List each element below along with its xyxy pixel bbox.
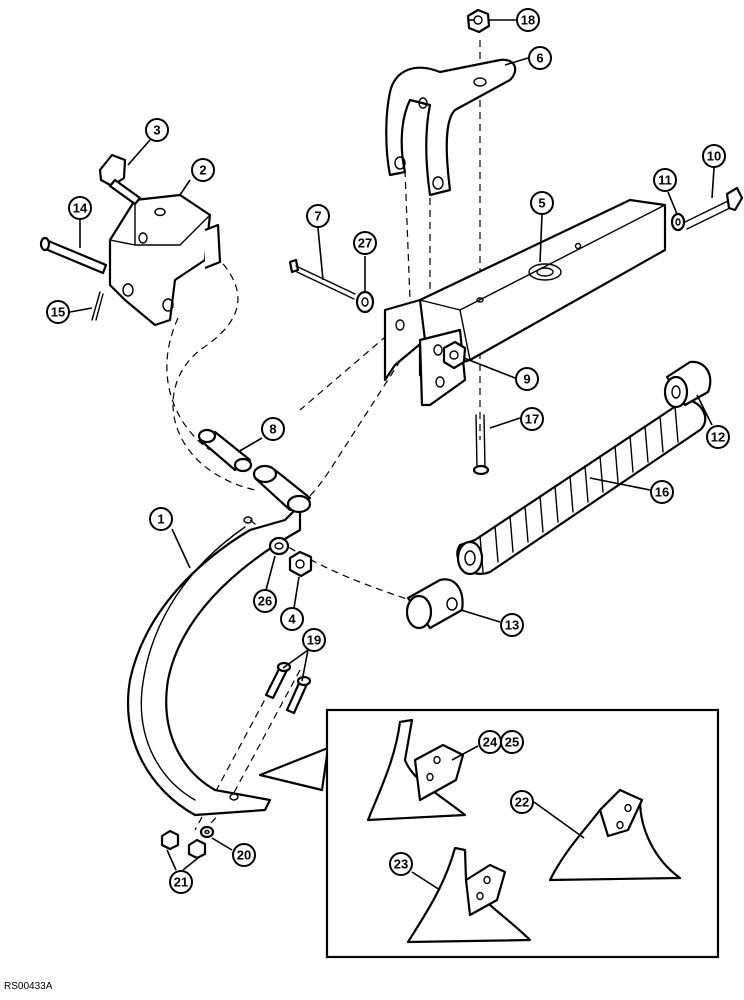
sweeps-inset-box (325, 708, 720, 959)
svg-text:17: 17 (525, 412, 539, 427)
cotter-pin-part-15 (91, 291, 104, 321)
callout-16: 16 (650, 480, 674, 504)
nut-part-18 (466, 8, 491, 34)
callout-20: 20 (232, 843, 256, 867)
shank-bushing (252, 464, 312, 514)
figure-reference-code: RS00433A (4, 981, 53, 992)
plow-bolts-part-19 (264, 661, 312, 715)
washer-part-27 (355, 290, 375, 314)
callout-3: 3 (145, 118, 169, 142)
bolt-part-7 (288, 258, 356, 300)
svg-text:12: 12 (711, 430, 725, 445)
callout-7: 7 (306, 204, 330, 228)
leader-lines (69, 19, 715, 891)
svg-text:22: 22 (515, 795, 529, 810)
callout-12: 12 (706, 425, 730, 449)
callout-4: 4 (280, 607, 304, 631)
svg-text:25: 25 (505, 735, 519, 750)
callout-22: 22 (510, 790, 534, 814)
svg-text:16: 16 (655, 485, 669, 500)
washer-part-20 (199, 825, 215, 839)
callout-21: 21 (169, 870, 193, 894)
svg-text:8: 8 (269, 422, 276, 437)
callout-25: 25 (500, 730, 524, 754)
callout-24: 24 (478, 730, 502, 754)
callout-6: 6 (528, 46, 552, 70)
svg-text:24: 24 (483, 735, 498, 750)
callout-8: 8 (261, 417, 285, 441)
callout-5: 5 (530, 191, 554, 215)
svg-text:4: 4 (288, 612, 296, 627)
svg-text:11: 11 (658, 173, 672, 188)
callout-13: 13 (500, 613, 524, 637)
callout-11: 11 (653, 168, 677, 192)
svg-text:9: 9 (523, 372, 530, 387)
callout-18: 18 (516, 8, 540, 32)
svg-text:5: 5 (538, 196, 545, 211)
svg-text:18: 18 (521, 13, 535, 28)
spring-seat-part-13 (405, 578, 464, 630)
svg-text:14: 14 (73, 201, 88, 216)
callout-26: 26 (253, 589, 277, 613)
svg-text:27: 27 (358, 236, 372, 251)
sweep-part-22 (548, 788, 682, 882)
svg-text:10: 10 (707, 149, 721, 164)
bolt-part-3 (98, 153, 142, 206)
nuts-part-21 (160, 829, 207, 860)
nut-part-4 (288, 550, 313, 578)
svg-text:20: 20 (237, 848, 251, 863)
callout-1: 1 (149, 507, 173, 531)
bushing-part-8 (197, 428, 253, 473)
spring-cap-part-12 (663, 360, 712, 409)
svg-text:23: 23 (394, 857, 408, 872)
strap-bracket-part-6 (385, 58, 517, 197)
callout-19: 19 (302, 628, 326, 652)
svg-text:19: 19 (307, 633, 321, 648)
callout-17: 17 (520, 407, 544, 431)
svg-text:21: 21 (174, 875, 188, 890)
svg-text:3: 3 (153, 123, 160, 138)
svg-text:26: 26 (258, 594, 272, 609)
bolt-part-17 (472, 414, 490, 476)
callout-9: 9 (515, 367, 539, 391)
bolt-part-10 (684, 186, 744, 230)
svg-text:15: 15 (51, 305, 65, 320)
svg-text:6: 6 (536, 51, 543, 66)
callout-23: 23 (389, 852, 413, 876)
pin-part-14 (39, 236, 108, 275)
svg-text:7: 7 (314, 209, 321, 224)
beam-part-5 (418, 198, 667, 377)
nut-part-9 (442, 340, 467, 370)
shank-part-1 (126, 503, 302, 817)
sweeps-callout-arrow (258, 746, 330, 792)
washer-part-26 (268, 536, 290, 556)
washer-part-11 (670, 212, 686, 232)
callout-27: 27 (353, 231, 377, 255)
callout-bubbles: 1 2 3 4 5 6 7 8 9 10 11 12 13 14 15 16 1… (46, 8, 730, 894)
callout-10: 10 (702, 144, 726, 168)
callout-14: 14 (68, 196, 92, 220)
bracket-part-2 (108, 193, 222, 327)
svg-text:13: 13 (505, 618, 519, 633)
sweep-part-23 (406, 846, 532, 944)
callout-2: 2 (191, 158, 215, 182)
svg-text:2: 2 (199, 163, 206, 178)
sweep-part-24-25 (366, 718, 467, 822)
svg-text:1: 1 (157, 512, 164, 527)
callout-15: 15 (46, 300, 70, 324)
